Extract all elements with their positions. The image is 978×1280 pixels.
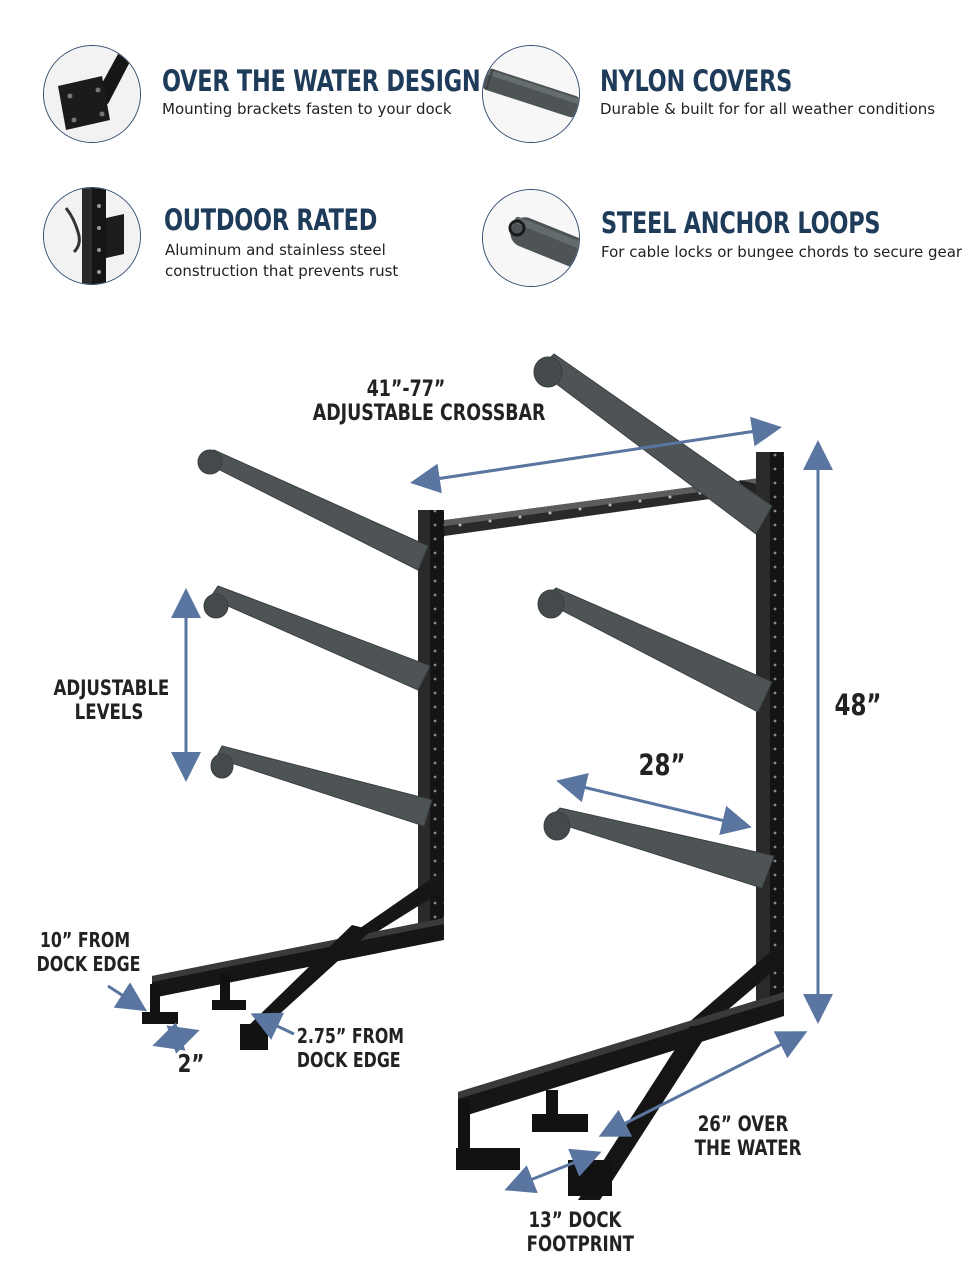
feature-icon-circle [43, 45, 141, 143]
feature-description: Durable & built for for all weather cond… [600, 99, 935, 120]
label-line: DOCK EDGE [36, 952, 141, 976]
dock-edge-275-arrow [250, 1012, 295, 1040]
dock-edge-10-arrow [107, 982, 148, 1012]
feature-title: NYLON COVERS [600, 64, 792, 98]
label-line: 10” FROM [39, 928, 131, 952]
feature-description-line: Durable & built for for all weather cond… [600, 100, 936, 118]
padded-arm-icon [483, 46, 579, 142]
left-upright-frame [142, 510, 444, 1050]
levels-label: ADJUSTABLE LEVELS [53, 676, 170, 724]
padded-arms [197, 353, 775, 889]
dimension-arrows [107, 416, 833, 1194]
label-line: ADJUSTABLE [53, 676, 170, 700]
label-line: 28” [638, 748, 686, 782]
padded-arm [210, 745, 433, 827]
crossbar-arrow [410, 416, 782, 494]
feature-title: OVER THE WATER DESIGN [162, 64, 481, 98]
height-label: 48” [830, 690, 886, 720]
feature-title: OUTDOOR RATED [164, 203, 378, 237]
arm-length-label: 28” [634, 750, 690, 780]
label-line: 13” DOCK [528, 1208, 622, 1232]
footprint-label: 13” DOCK FOOTPRINT [526, 1208, 635, 1256]
padded-arm [197, 449, 429, 571]
feature-description-line: For cable locks or bungee chords to secu… [601, 243, 963, 261]
label-line: 2.75” FROM [296, 1024, 405, 1048]
feature-icon-circle [482, 45, 580, 143]
label-line: 48” [834, 688, 882, 722]
label-line: 2” [177, 1049, 205, 1078]
dock-edge-275-label: 2.75” FROM DOCK EDGE [296, 1024, 405, 1072]
label-line: 41”-77” [366, 377, 446, 402]
label-line: 26” OVER [697, 1112, 789, 1136]
width-2-arrow [152, 1022, 200, 1054]
feature-description-line: Mounting brackets fasten to your dock [162, 100, 452, 118]
feature-description: For cable locks or bungee chords to secu… [601, 242, 962, 263]
label-line: ADJUSTABLE CROSSBAR [312, 401, 546, 426]
feature-icon-circle [43, 187, 141, 285]
dock-edge-10-label: 10” FROM DOCK EDGE [36, 928, 141, 976]
label-line: FOOTPRINT [526, 1232, 635, 1256]
mounting-bracket-icon [44, 46, 140, 142]
feature-description-line: construction that prevents rust [165, 262, 399, 280]
feature-description-line: Aluminum and stainless steel [165, 241, 386, 259]
arm-length-arrow [556, 772, 752, 836]
rack-joint-icon [44, 188, 140, 284]
footprint-arrow [504, 1148, 602, 1194]
feature-description: Aluminum and stainless steel constructio… [165, 240, 398, 282]
feature-title: STEEL ANCHOR LOOPS [601, 206, 881, 240]
feature-icon-circle [482, 189, 580, 287]
label-line: DOCK EDGE [296, 1048, 401, 1072]
anchor-loop-icon [483, 190, 579, 286]
label-line: THE WATER [694, 1136, 802, 1160]
padded-arm [537, 587, 773, 713]
padded-arm [543, 807, 775, 889]
crossbar-label: 41”-77” ADJUSTABLE CROSSBAR [312, 377, 546, 426]
label-line: LEVELS [74, 700, 144, 724]
over-water-label: 26” OVER THE WATER [694, 1112, 802, 1160]
feature-description: Mounting brackets fasten to your dock [162, 99, 452, 120]
padded-arm [203, 585, 431, 691]
over-water-arrow [598, 1031, 808, 1137]
width-2-label: 2” [169, 1050, 213, 1078]
